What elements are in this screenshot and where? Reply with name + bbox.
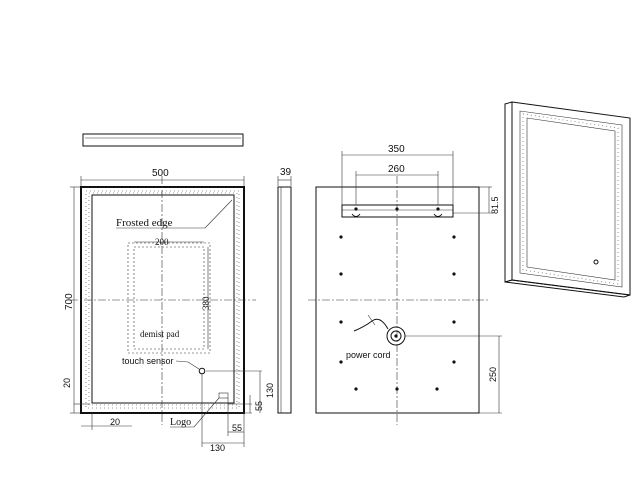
frosted-edge-boundary	[91, 194, 235, 404]
side-view: 39	[277, 167, 292, 414]
dim-demist-width: 200	[155, 237, 169, 247]
dim-logo-55-vertical: 55	[254, 401, 264, 411]
back-view: 350 260 81.5 power cor	[308, 144, 502, 425]
power-cord-label: power cord	[346, 350, 391, 360]
frosted-edge-label: Frosted edge	[116, 217, 173, 229]
dim-logo-130-vertical: 130	[265, 383, 275, 398]
dim-bracket-inner: 260	[388, 164, 405, 175]
logo-mark	[218, 392, 229, 399]
dim-overall-height: 700	[64, 293, 75, 310]
dim-logo-55-horizontal: 55	[232, 423, 242, 433]
demist-pad-label: demist pad	[140, 329, 180, 339]
dim-bracket-offset: 81.5	[490, 196, 500, 214]
demist-pad	[133, 246, 205, 350]
dim-demist-height: 380	[201, 296, 211, 310]
fixing-points	[339, 235, 456, 391]
dim-left-offset: 20	[110, 417, 120, 427]
dim-logo-130-horizontal: 130	[210, 443, 225, 453]
dim-depth: 39	[280, 167, 292, 178]
front-view: demist pad 200 380 Frosted edge 500 700 …	[62, 168, 275, 453]
mirror-3d-front	[511, 101, 631, 296]
touch-sensor	[198, 367, 206, 375]
dim-power-cord-height: 250	[488, 367, 498, 382]
logo-label: Logo	[170, 417, 191, 428]
dim-bracket-outer: 350	[388, 144, 405, 155]
dim-overall-width: 500	[152, 168, 169, 179]
hanging-bracket	[341, 204, 454, 218]
touch-sensor-label: touch sensor	[122, 356, 174, 366]
perspective-view	[504, 101, 631, 298]
dim-bottom-offset: 20	[62, 378, 72, 388]
top-view	[82, 133, 244, 147]
